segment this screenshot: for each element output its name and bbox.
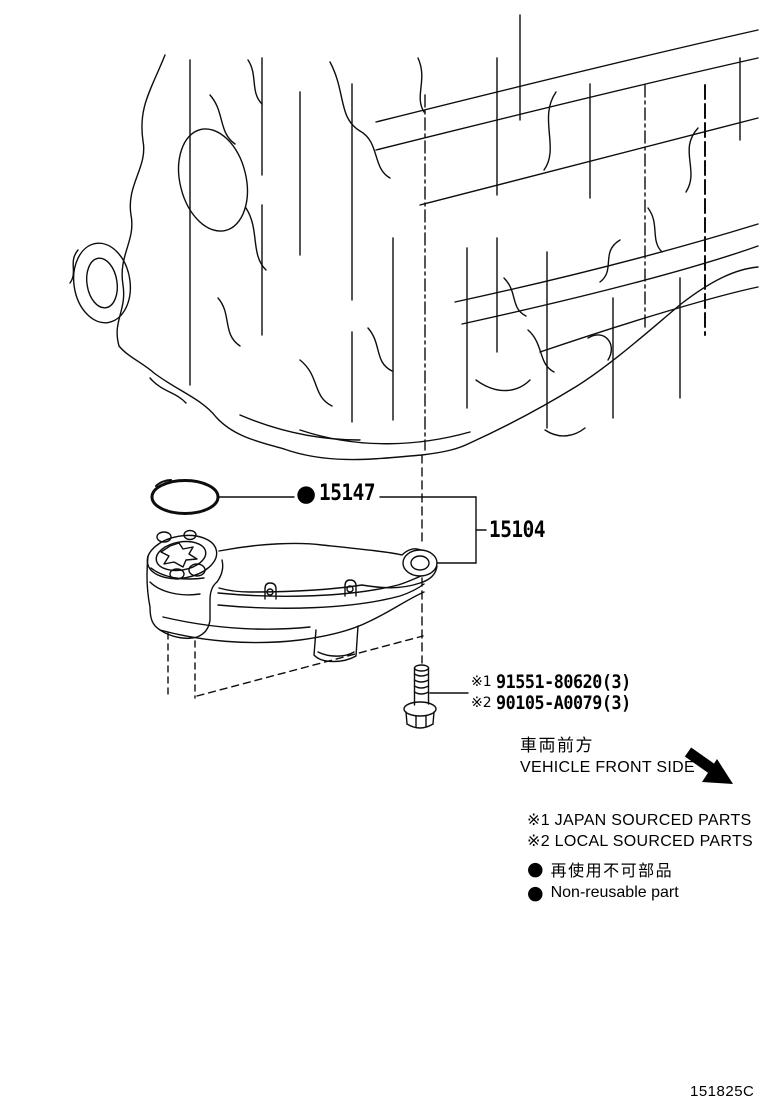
sourcing-legend: ※1 JAPAN SOURCED PARTS ※2 LOCAL SOURCED … xyxy=(527,810,753,852)
non-reusable-label-en: Non-reusable part xyxy=(550,884,679,901)
bolt-callout[interactable]: ※1 91551-80620(3) ※2 90105-A0079(3) xyxy=(471,672,649,713)
legend-sourcing-local: ※2 LOCAL SOURCED PARTS xyxy=(527,831,753,852)
non-reusable-dot-icon: ● xyxy=(527,881,544,904)
legend-sourcing-japan-text: JAPAN SOURCED PARTS xyxy=(554,812,752,829)
vehicle-front-label-en: VEHICLE FRONT SIDE xyxy=(520,759,695,776)
legend-sourcing-japan: ※1 JAPAN SOURCED PARTS xyxy=(527,810,753,831)
legend-ref-mark-2: ※2 xyxy=(527,833,550,850)
o-ring-callout[interactable]: ● 15147 xyxy=(296,482,383,506)
bolt-part-number-japan: 91551-80620(3) xyxy=(495,671,631,693)
o-ring-part-number: 15147 xyxy=(319,481,376,506)
bolt-part-number-local: 90105-A0079(3) xyxy=(495,691,631,714)
bolt-callout-row: ※2 90105-A0079(3) xyxy=(471,691,649,714)
vehicle-front-block: 車両前方 VEHICLE FRONT SIDE xyxy=(520,735,695,778)
legend-ref-mark-1: ※1 xyxy=(527,812,550,829)
non-reusable-dot-icon: ● xyxy=(527,857,544,880)
callout-lines xyxy=(218,454,487,694)
strainer-part-number: 15104 xyxy=(489,518,546,543)
ref-mark-1: ※1 xyxy=(471,674,492,690)
non-reusable-row-jp: ● 再使用不可部品 xyxy=(527,858,679,880)
bolt-drawing xyxy=(403,664,437,729)
non-reusable-dot-icon: ● xyxy=(296,480,317,507)
strainer-assembly-callout[interactable]: 15104 xyxy=(489,519,553,543)
o-ring-drawing xyxy=(150,479,220,515)
bolt-callout-row: ※1 91551-80620(3) xyxy=(471,672,649,693)
engine-block-drawing xyxy=(69,14,759,461)
oil-strainer-drawing xyxy=(146,529,438,699)
non-reusable-legend: ● 再使用不可部品 ● Non-reusable part xyxy=(527,858,679,904)
non-reusable-label-jp: 再使用不可部品 xyxy=(550,863,674,880)
legend-sourcing-local-text: LOCAL SOURCED PARTS xyxy=(554,833,753,850)
front-direction-arrow-icon xyxy=(684,747,733,784)
vehicle-front-label-jp: 車両前方 xyxy=(520,736,594,755)
figure-code: 151825C xyxy=(690,1083,755,1100)
ref-mark-2: ※2 xyxy=(471,694,492,711)
non-reusable-row-en: ● Non-reusable part xyxy=(527,882,679,904)
